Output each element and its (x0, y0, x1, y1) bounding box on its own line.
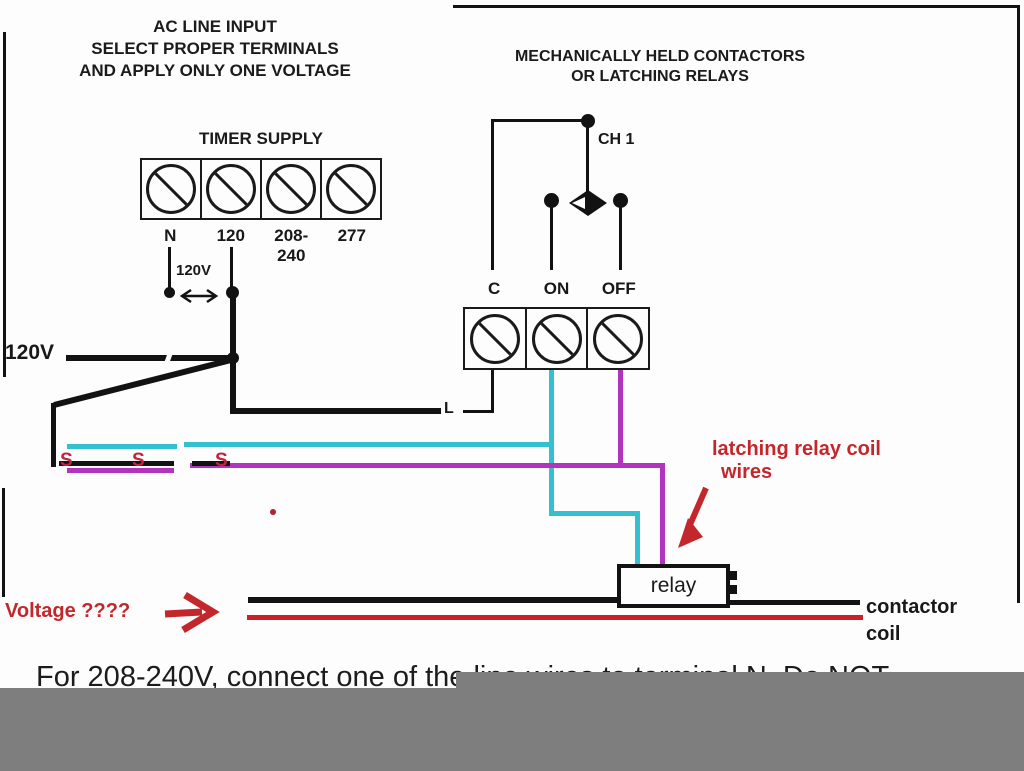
latching-arrow-icon (678, 486, 709, 548)
screw-icon (593, 313, 644, 364)
timer-terminal-label-208-240: 208-240 (274, 226, 309, 265)
contactors-title-line2: OR LATCHING RELAYS (571, 68, 749, 85)
relay-box: relay (617, 564, 730, 608)
voltage-arrow-icon (164, 592, 220, 634)
relay-tab-upper (729, 571, 737, 580)
span-120v-label: 120V (176, 262, 212, 279)
relay-label: relay (650, 574, 697, 597)
frame-left-line-lower (2, 488, 5, 597)
screw-icon (206, 164, 256, 214)
s-mark-1: S (60, 450, 73, 471)
frame-left-line-upper (3, 32, 6, 377)
contactor-terminal-labels: C ON OFF (463, 279, 650, 299)
timer-terminal-block (140, 158, 382, 220)
contactor-terminal-label-off: OFF (601, 279, 636, 298)
s-mark-2: S (132, 450, 145, 471)
screw-terminal-277 (322, 160, 380, 218)
on-top-dot (544, 193, 559, 208)
l-label: L (444, 400, 454, 417)
voltage-question-note: Voltage ???? (5, 600, 131, 622)
contactor-terminal-label-on: ON (543, 279, 570, 298)
screw-icon (326, 164, 376, 214)
cyan-main-left (67, 444, 177, 449)
cyan-main-right (184, 442, 554, 447)
wire-off-upper-stub (619, 206, 622, 270)
magenta-relay-vertical (660, 466, 665, 566)
magenta-main-right (190, 463, 665, 468)
ch1-diamond-notch (572, 197, 585, 209)
wire-c-down (491, 370, 494, 413)
relay-tab-lower (729, 585, 737, 594)
off-top-dot (613, 193, 628, 208)
screw-icon (531, 313, 582, 364)
screw-terminal-off (588, 309, 648, 368)
ch1-label: CH 1 (598, 131, 635, 148)
screw-icon (469, 313, 520, 364)
supply-120-junction-dot (226, 286, 239, 299)
timer-supply-label: TIMER SUPPLY (198, 129, 324, 148)
latching-note-line1: latching relay coil (712, 438, 881, 460)
s-mark-3: S (215, 450, 228, 471)
timer-terminal-labels: N 120 208-240 277 (140, 226, 382, 266)
wire-120v-feed-horizontal (66, 355, 233, 361)
timer-terminal-label-n: N (164, 226, 177, 245)
wire-diagonal-feed (53, 356, 236, 408)
latching-note: latching relay coil wires (712, 438, 881, 484)
magenta-off-vertical (618, 370, 623, 466)
wire-n-stub (168, 247, 171, 288)
contactor-terminal-label-c: C (488, 279, 501, 298)
feed-120v-label: 120V (5, 341, 55, 364)
ac-line-title: AC LINE INPUT SELECT PROPER TERMINALS AN… (55, 16, 375, 82)
cyan-relay-vertical (635, 511, 640, 568)
contactor-black-wire-left (248, 597, 617, 603)
n-junction-dot (164, 287, 175, 298)
screw-icon (146, 164, 196, 214)
ac-line-title-line2: SELECT PROPER TERMINALS (91, 39, 339, 58)
black-s-line-right (192, 461, 230, 466)
contactors-title: MECHANICALLY HELD CONTACTORS OR LATCHING… (500, 47, 820, 87)
contactor-terminal-block (463, 307, 650, 370)
wire-ch1-drop (586, 126, 589, 194)
timer-terminal-label-120: 120 (216, 226, 245, 245)
frame-top-line (453, 5, 1020, 8)
wire-on-upper-stub (550, 206, 553, 270)
cyan-on-vertical (549, 370, 554, 516)
ac-line-title-line1: AC LINE INPUT (153, 17, 277, 36)
latching-note-line2: wires (721, 461, 773, 483)
red-stray-dot (270, 509, 276, 515)
screw-icon (266, 164, 316, 214)
screw-terminal-on (527, 309, 589, 368)
timer-terminal-label-277: 277 (337, 226, 366, 245)
screw-terminal-208-240 (262, 160, 322, 218)
contactor-black-wire-right (729, 600, 860, 605)
ch1-diamond-icon (569, 190, 607, 216)
wire-120-stub (230, 247, 233, 288)
cyan-jog-horizontal (549, 511, 640, 516)
contactor-label: contactor (866, 596, 958, 618)
span-arrow-icon (179, 288, 219, 304)
wire-c-top-horizontal (491, 119, 588, 122)
wire-left-drop-vertical (51, 403, 56, 467)
coil-label: coil (866, 623, 901, 645)
wire-c-vertical (491, 119, 494, 270)
screw-terminal-n (142, 160, 202, 218)
screw-terminal-120 (202, 160, 262, 218)
frame-right-line (1017, 5, 1020, 603)
wire-l-feed-horizontal (231, 408, 441, 414)
screw-terminal-c (465, 309, 527, 368)
wire-l-bracket (463, 410, 492, 413)
magenta-main-left (67, 468, 174, 473)
ch1-top-dot (581, 114, 595, 128)
ac-line-title-line3: AND APPLY ONLY ONE VOLTAGE (79, 61, 351, 80)
contactors-title-line1: MECHANICALLY HELD CONTACTORS (514, 48, 806, 65)
contactor-red-wire (247, 615, 863, 620)
black-s-line-left (59, 461, 174, 466)
redaction-bar-bottom (0, 688, 1024, 771)
